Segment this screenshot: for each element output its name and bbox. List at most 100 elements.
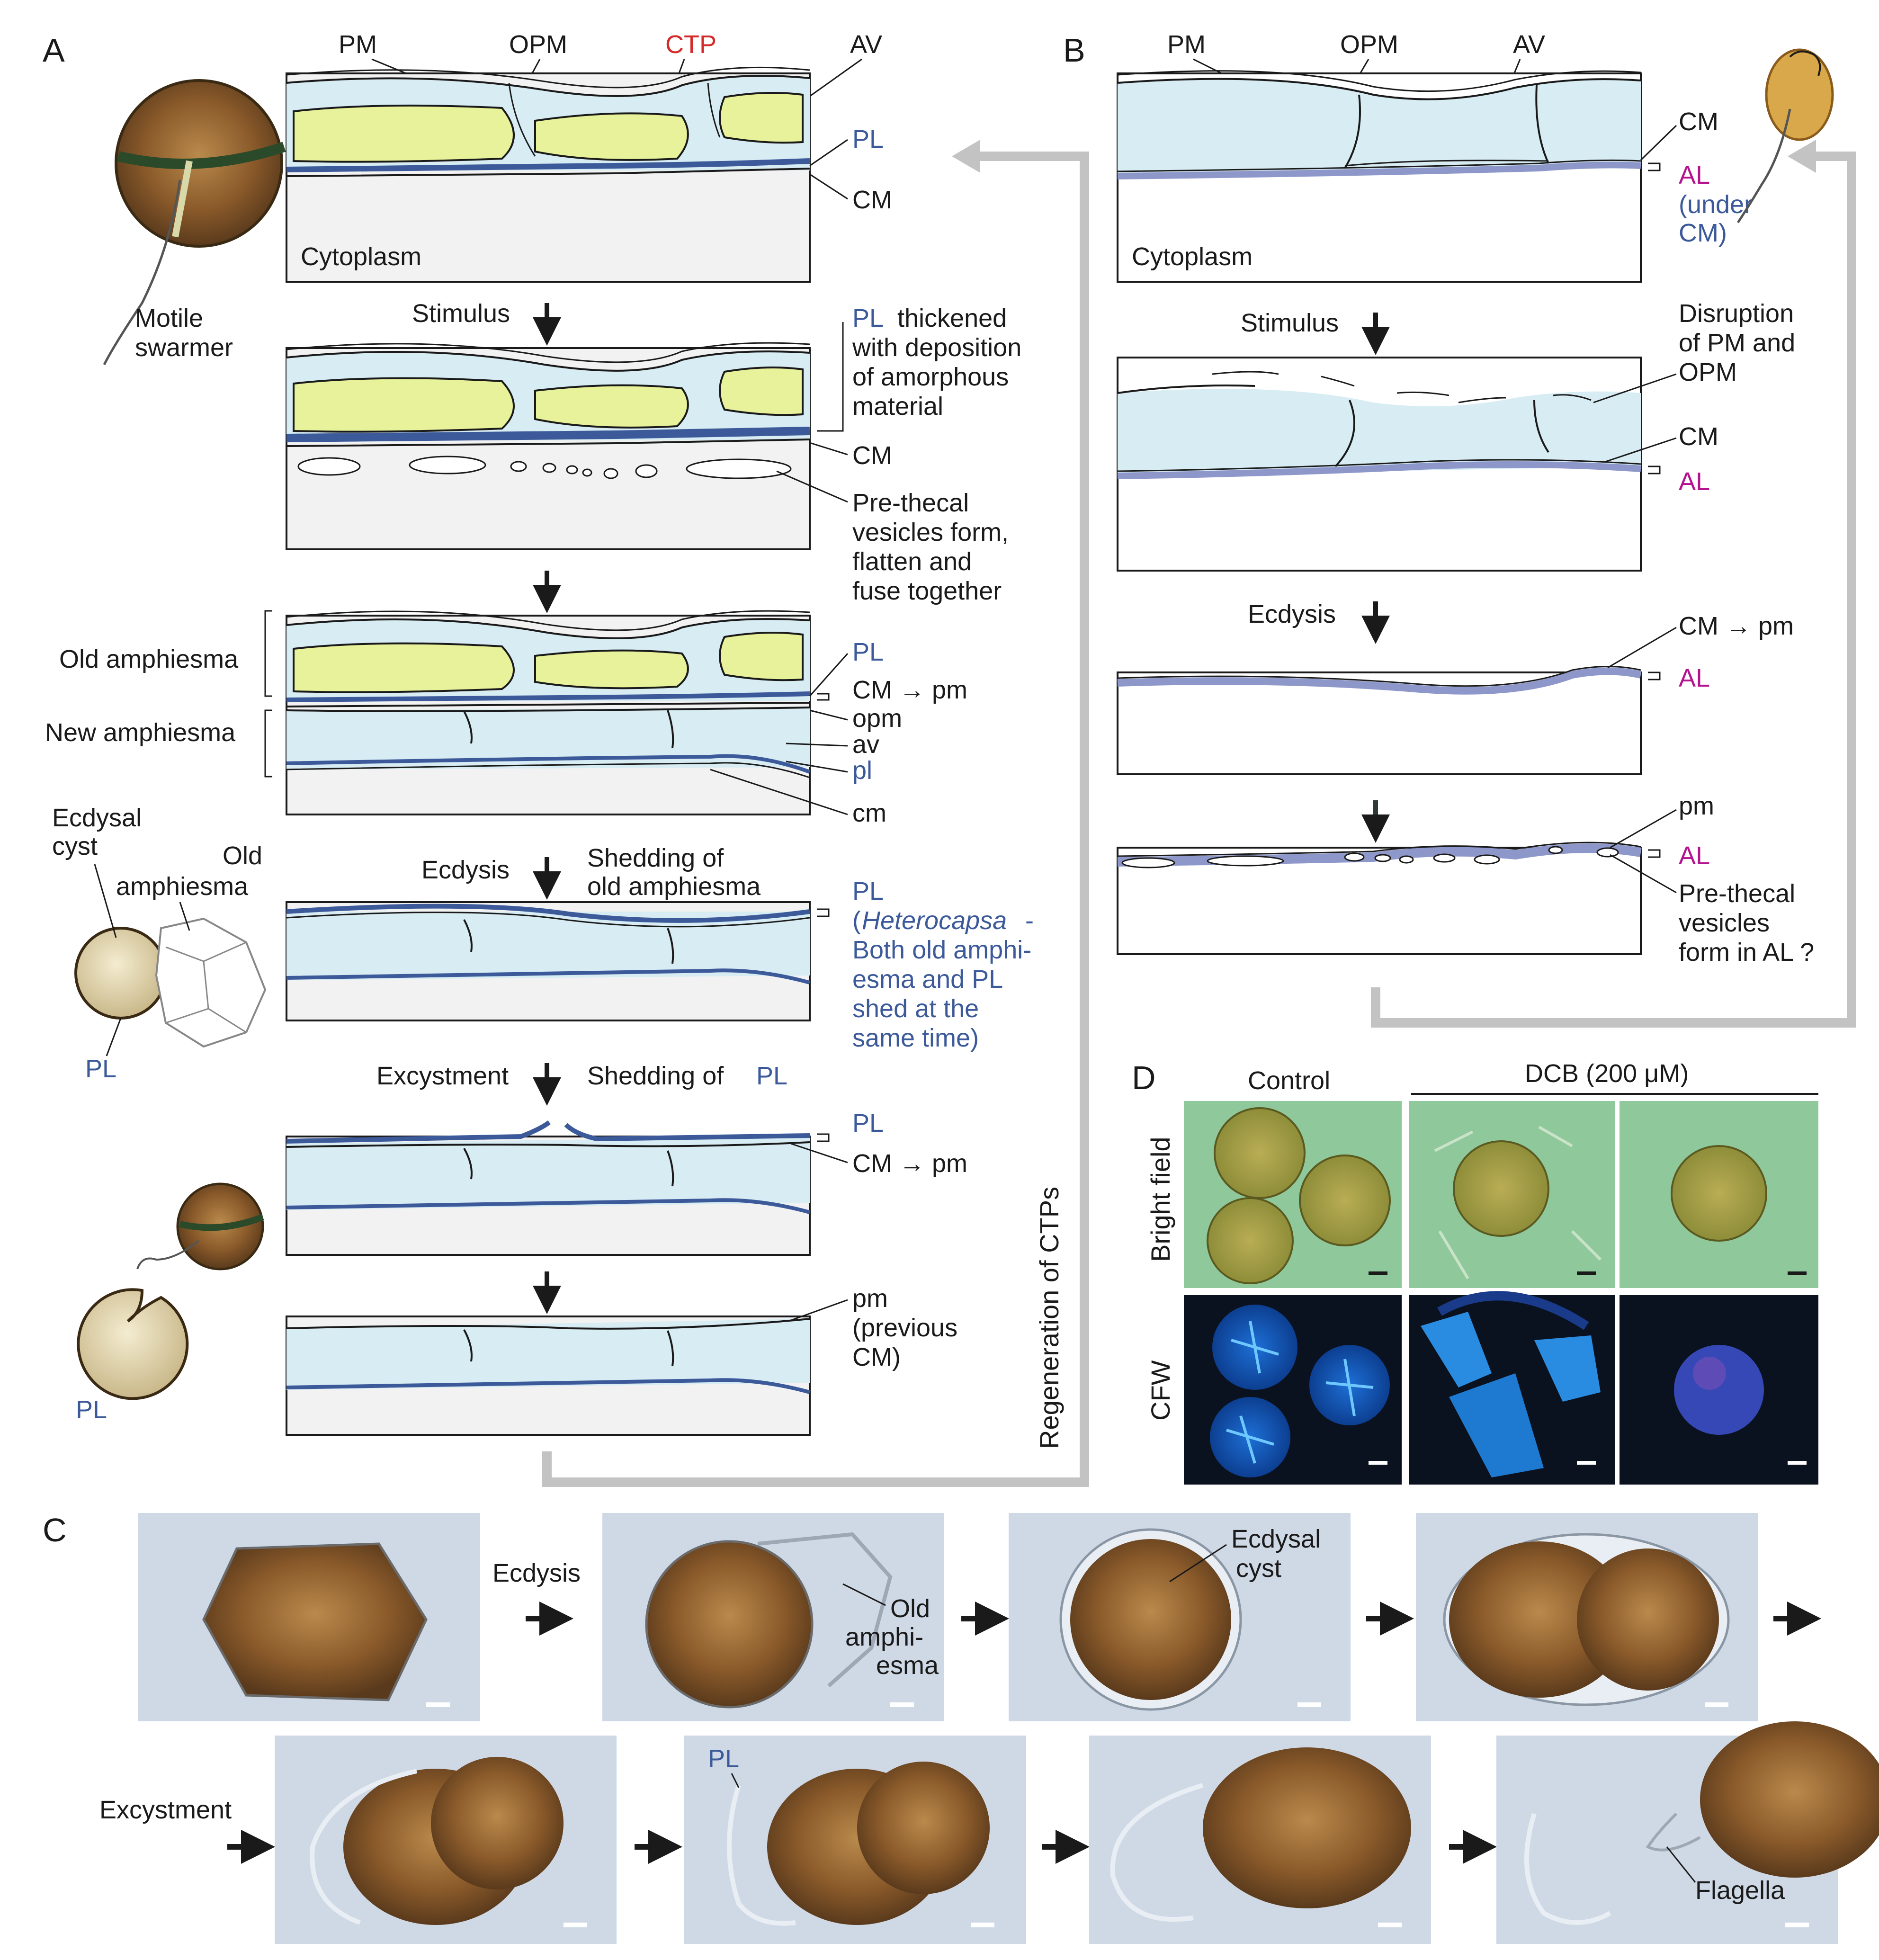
b-stage-1: Cytoplasm: [1117, 70, 1642, 283]
a-stage-6: [286, 1316, 811, 1436]
label-pl-5: PL: [852, 1109, 884, 1137]
label-shedding-pl-b: PL: [756, 1062, 787, 1090]
label-av: AV: [850, 30, 882, 59]
label-shedding-2: old amphiesma: [587, 872, 761, 901]
label-pm-prev-1: pm: [852, 1284, 888, 1313]
label-av-small: av: [852, 730, 879, 759]
label-new-amphiesma: New amphiesma: [45, 718, 236, 747]
micrograph-c-8: [1496, 1721, 1879, 1944]
label-c-ecdysal-2: cyst: [1236, 1554, 1281, 1583]
a-stage-3: [286, 610, 811, 815]
a-stage-4: [286, 901, 811, 1021]
label-dcb: DCB (200 μM): [1525, 1059, 1689, 1088]
label-shedding-1: Shedding of: [587, 844, 724, 872]
leader-cm-2: [809, 442, 848, 456]
bracket-new-amphiesma: [264, 709, 272, 778]
label-b-pre-2: vesicles: [1679, 909, 1770, 937]
label-c-old-3: esma: [876, 1651, 939, 1680]
label-hetero-2: Both old amphi-: [852, 936, 1031, 964]
label-b-av: AV: [1513, 30, 1545, 59]
label-c-ecdysis: Ecdysis: [492, 1559, 581, 1587]
micrograph-c-5: [275, 1736, 617, 1944]
leader-pl: [809, 139, 848, 167]
panel-c: C Ecdysis Old amphi- esma Ecdysal cyst: [43, 1512, 1879, 1944]
label-hetero-1b: Heterocapsa: [862, 906, 1007, 935]
label-b-disrupt-1: Disruption: [1679, 299, 1794, 328]
bracket-old-amphiesma: [264, 610, 272, 697]
label-c-excystment: Excystment: [99, 1796, 232, 1824]
label-cm-2: CM: [852, 441, 892, 470]
label-ecdysal-1: Ecdysal: [52, 804, 142, 832]
label-opm-small: opm: [852, 704, 902, 733]
label-b-under-1: (under: [1679, 190, 1753, 219]
leader-prethecal: [776, 470, 848, 503]
label-b-al-3: AL: [1679, 664, 1710, 692]
micrograph-c-7: [1089, 1736, 1431, 1944]
label-pl-thick-1: thickened: [897, 304, 1007, 332]
label-b-opm: OPM: [1340, 30, 1398, 59]
label-motile-1: Motile: [135, 304, 203, 332]
shed-pl-illustration: [77, 1288, 189, 1400]
label-cm-small: cm: [852, 799, 886, 827]
label-b-pm: PM: [1167, 30, 1206, 59]
label-pl-4: PL: [852, 877, 884, 905]
label-old-amphiesma: Old amphiesma: [59, 645, 239, 673]
leader-cm: [809, 173, 848, 200]
label-b-cm-2: CM: [1679, 422, 1718, 451]
micrograph-d-bf-dcb-2: [1620, 1101, 1818, 1288]
label-pl-thick-4: material: [852, 392, 943, 421]
leader-pl-thick: [817, 322, 844, 432]
b-swarmer-illustration: [1736, 48, 1834, 224]
a-stage-5: [286, 1120, 811, 1256]
panel-c-letter: C: [43, 1512, 67, 1548]
a-stage-1: Cytoplasm: [286, 66, 811, 283]
label-prethecal-2: vesicles form,: [852, 518, 1009, 546]
label-b-pre-3: form in AL ?: [1679, 938, 1814, 967]
label-b-cytoplasm: Cytoplasm: [1132, 242, 1253, 271]
label-old-2: amphiesma: [116, 872, 249, 901]
label-b-disrupt-3: OPM: [1679, 358, 1737, 386]
label-c-old-2: amphi-: [845, 1623, 923, 1651]
label-pl-thick-3: of amorphous: [852, 363, 1009, 391]
swarmer-2-illustration: [136, 1182, 264, 1271]
micrograph-c-2: [602, 1513, 944, 1721]
label-excystment-a: Excystment: [376, 1062, 509, 1090]
label-cytoplasm: Cytoplasm: [301, 242, 421, 271]
label-b-under-2: CM): [1679, 219, 1727, 247]
label-prethecal-1: Pre-thecal: [852, 489, 969, 517]
label-motile-2: swarmer: [135, 333, 233, 362]
label-bright-field: Bright field: [1145, 1137, 1175, 1262]
label-stimulus-a: Stimulus: [412, 299, 510, 328]
label-b-al-4: AL: [1679, 841, 1710, 870]
panel-a-letter: A: [43, 32, 65, 69]
label-c-old-1: Old: [890, 1594, 930, 1623]
label-c-flagella: Flagella: [1695, 1876, 1785, 1905]
label-hetero-5: same time): [852, 1024, 979, 1052]
label-shedding-pl-a: Shedding of: [587, 1062, 724, 1090]
label-pl-3: PL: [852, 638, 884, 666]
label-b-stimulus: Stimulus: [1241, 309, 1339, 337]
micrograph-d-cfw-dcb-1: [1409, 1291, 1615, 1485]
micrograph-c-3: [1009, 1513, 1351, 1721]
micrograph-d-cfw-control: [1184, 1295, 1402, 1485]
label-regeneration: Regeneration of CTPs: [1034, 1187, 1064, 1449]
label-prethecal-4: fuse together: [852, 577, 1002, 605]
label-pm-prev-2: (previous: [852, 1314, 957, 1342]
label-b-pm-small: pm: [1679, 792, 1714, 820]
label-ecdysis-a: Ecdysis: [421, 856, 510, 884]
label-ctp: CTP: [665, 30, 716, 59]
label-cm-pm-2: CM → pm: [852, 1149, 967, 1178]
label-prethecal-3: flatten and: [852, 547, 972, 576]
motile-swarmer-illustration: [103, 79, 286, 366]
micrograph-d-cfw-dcb-2: [1620, 1295, 1818, 1485]
label-pl-small: pl: [852, 756, 872, 785]
label-pl-left: PL: [85, 1055, 116, 1083]
panel-b: B PM OPM AV Cytoplasm CM AL (under CM): [1063, 30, 1856, 1028]
label-pl: PL: [852, 125, 884, 153]
label-pl-thick-pl: PL: [852, 304, 884, 332]
micrograph-d-bf-control: [1184, 1101, 1402, 1288]
label-pm: PM: [339, 30, 377, 59]
label-b-ecdysis: Ecdysis: [1248, 600, 1336, 628]
label-b-pre-1: Pre-thecal: [1679, 879, 1795, 908]
